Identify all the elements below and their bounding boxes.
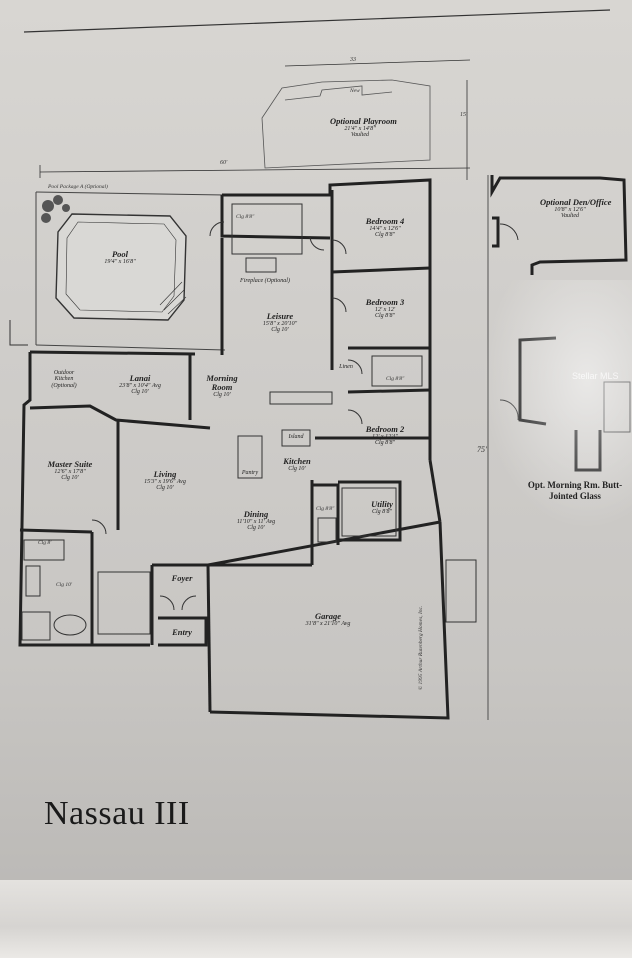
new-label: New — [350, 88, 360, 94]
dimension-15: 15' — [460, 112, 468, 118]
room-foyer: Foyer — [171, 573, 193, 583]
floor-plan-drawing — [9, 9, 631, 720]
room-bedroom4: Bedroom 4 14'4" x 12'6" Clg 8'8" — [365, 216, 405, 239]
room-garage: Garage 31'8" x 21'10" Avg — [305, 611, 351, 627]
room-living: Living 15'3" x 19'6" Avg Clg 10' — [144, 469, 186, 492]
pool-shape — [55, 213, 187, 321]
den-outline — [490, 175, 628, 275]
dimension-overall-width: 60' — [220, 160, 228, 166]
room-entry: Entry — [172, 627, 192, 637]
plant-icons — [41, 195, 70, 223]
room-island: Island — [288, 434, 304, 440]
room-dining: Dining 11'10" x 11' Avg Clg 10' — [236, 509, 276, 532]
note-bath-master2: Clg 10' — [56, 582, 72, 588]
room-pantry: Pantry — [241, 470, 259, 476]
note-bath-top: Clg 8'8" — [236, 214, 255, 220]
room-morning: Morning Room Clg 10' — [206, 373, 238, 398]
room-master: Master Suite 12'6" x 17'8" Clg 10' — [47, 459, 93, 482]
room-kitchen: Kitchen Clg 10' — [283, 456, 311, 472]
playroom-outline — [261, 79, 431, 169]
watermark: Stellar MLS — [572, 371, 619, 381]
room-outdoor-kitchen: Outdoor Kitchen (Optional) — [51, 370, 77, 389]
note-bath-master: Clg 8' — [38, 540, 52, 546]
dimension-depth: 75' — [477, 445, 487, 454]
room-bedroom3: Bedroom 3 12' x 12' Clg 8'8" — [365, 297, 405, 320]
room-lanai: Lanai 23'8" x 10'4" Avg Clg 10' — [119, 373, 161, 396]
option-note: Opt. Morning Rm. Butt-Jointed Glass — [527, 480, 623, 501]
room-leisure: Leisure 15'8" x 20'10" Clg 10' — [262, 311, 298, 334]
photo-glare — [482, 280, 632, 530]
paper-bottom-edge — [0, 880, 632, 958]
pool-package-note: Pool Package A (Optional) — [48, 184, 108, 190]
room-fireplace: Fireplace (Optional) — [240, 278, 290, 284]
room-linen: Linen — [339, 364, 353, 370]
note-clg-utility: Clg 8'8" — [316, 506, 335, 512]
copyright-text: © 1995 Arthur Rutenberg Homes, Inc. — [418, 605, 424, 690]
dimension-top: 33 — [350, 57, 356, 63]
room-bedroom2: Bedroom 2 12' x 12'4" Clg 8'8" — [365, 424, 405, 447]
room-pool: Pool 19'4" x 16'8" — [104, 249, 136, 265]
note-bath-mid: Clg 8'8" — [386, 376, 405, 382]
room-den: Optional Den/Office 10'8" x 12'6" Vaulte… — [540, 197, 612, 220]
plan-title: Nassau III — [44, 795, 190, 832]
room-utility: Utility Clg 8'8" — [371, 499, 393, 515]
room-playroom: Optional Playroom 21'4" x 14'8" Vaulted — [330, 116, 397, 139]
